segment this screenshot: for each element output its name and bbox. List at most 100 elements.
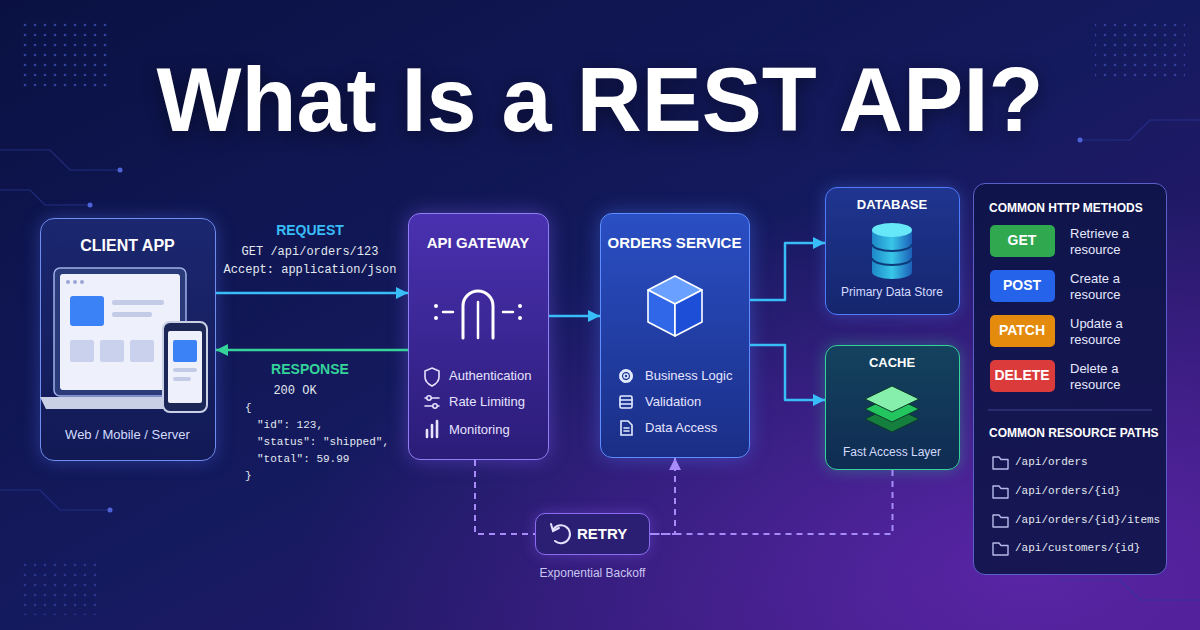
resource-path: /api/customers/{id} bbox=[1015, 542, 1165, 555]
table-lines bbox=[620, 400, 632, 404]
node-heading: DATABASE bbox=[826, 197, 958, 213]
service-cube bbox=[648, 276, 702, 336]
gateway-dash bbox=[503, 311, 513, 314]
screen-tile bbox=[70, 340, 94, 362]
gateway-dash bbox=[443, 311, 453, 314]
cylinder-top bbox=[872, 223, 912, 237]
node-item: Business Logic bbox=[645, 368, 745, 384]
cache-icon bbox=[865, 386, 919, 432]
node-heading: ORDERS SERVICE bbox=[601, 234, 748, 252]
retry-link bbox=[475, 460, 535, 534]
slider-icon bbox=[425, 398, 439, 406]
dot bbox=[518, 316, 522, 320]
dot bbox=[518, 304, 522, 308]
node-item: Validation bbox=[645, 394, 745, 410]
method-name: DELETE bbox=[990, 367, 1055, 384]
screen-tile bbox=[100, 340, 124, 362]
gateway-bar bbox=[477, 302, 480, 338]
json-line: { bbox=[245, 402, 395, 415]
shield-icon bbox=[425, 368, 439, 386]
service-item-icons bbox=[620, 371, 632, 436]
laptop-illustration bbox=[40, 268, 207, 412]
method-name: PATCH bbox=[990, 322, 1055, 339]
slider-knob bbox=[433, 404, 437, 408]
circuit-line bbox=[1060, 580, 1200, 600]
slider-knob bbox=[427, 396, 431, 400]
orders-service-box: ORDERS SERVICE Business LogicValidationDa… bbox=[600, 213, 750, 458]
request-arrow bbox=[216, 292, 408, 295]
resource-path: /api/orders/{id} bbox=[1015, 485, 1165, 498]
json-line: "status": "shipped", bbox=[257, 436, 407, 449]
circuit-dot bbox=[118, 168, 123, 173]
screen-line bbox=[112, 300, 164, 305]
circuit-dot bbox=[108, 508, 113, 513]
cache-box: CACHEFast Access Layer bbox=[825, 345, 960, 470]
method-description: Create a resource bbox=[1070, 271, 1150, 302]
phone-frame bbox=[163, 322, 207, 412]
document-icon bbox=[621, 421, 632, 435]
node-caption: Fast Access Layer bbox=[826, 445, 958, 459]
circuit-dot bbox=[1078, 138, 1083, 143]
node-item: Monitoring bbox=[449, 422, 549, 438]
retry-link bbox=[650, 470, 893, 534]
circuit-lines bbox=[0, 120, 1200, 600]
bars-icon bbox=[427, 421, 437, 437]
method-badge: GET bbox=[990, 225, 1055, 257]
cube-right bbox=[675, 290, 702, 336]
panel-heading: COMMON RESOURCE PATHS bbox=[989, 426, 1164, 440]
cylinder-bands bbox=[872, 244, 912, 265]
folder-icon bbox=[993, 486, 1008, 498]
phone-line bbox=[173, 377, 191, 381]
node-heading: CLIENT APP bbox=[41, 236, 214, 255]
circuit-line bbox=[1080, 120, 1200, 140]
gear-hub bbox=[624, 374, 628, 378]
cache-layer bbox=[865, 406, 919, 432]
method-name: GET bbox=[990, 232, 1055, 249]
json-line: "id": 123, bbox=[257, 419, 407, 432]
json-line: "total": 59.99 bbox=[257, 453, 407, 466]
circuit-line bbox=[0, 490, 110, 510]
request-line: GET /api/orders/123 bbox=[210, 245, 410, 259]
retry-head bbox=[551, 524, 559, 531]
node-item: Authentication bbox=[449, 368, 549, 384]
screen-card bbox=[70, 296, 104, 326]
phone-screen bbox=[168, 331, 202, 403]
node-item: Data Access bbox=[645, 420, 745, 436]
cylinder-body bbox=[872, 230, 912, 279]
retry-box: RETRYExponential Backoff bbox=[535, 513, 650, 555]
panel-heading: COMMON HTTP METHODS bbox=[989, 201, 1164, 215]
laptop-screen bbox=[60, 274, 180, 390]
method-badge: POST bbox=[990, 270, 1055, 302]
folder-icons bbox=[993, 457, 1008, 555]
screen-line bbox=[112, 312, 152, 317]
node-caption: Web / Mobile / Server bbox=[41, 427, 214, 443]
table-icon bbox=[620, 396, 632, 408]
edge-label: RESPONSE bbox=[210, 361, 410, 378]
cube-left bbox=[648, 290, 675, 336]
cache-layer bbox=[865, 386, 919, 412]
resource-path: /api/orders/{id}/items bbox=[1015, 514, 1165, 527]
screen-tile bbox=[130, 340, 154, 362]
window-dot bbox=[73, 280, 77, 284]
database-box: DATABASE Primary Data Store bbox=[825, 187, 960, 315]
gateway-item-icons bbox=[425, 368, 439, 437]
retry-arc bbox=[553, 525, 570, 543]
cube-top bbox=[648, 276, 702, 304]
response-arrow bbox=[216, 349, 408, 352]
gateway-icon bbox=[443, 291, 513, 338]
request-header: Accept: application/json bbox=[210, 263, 410, 277]
node-heading: RETRY bbox=[577, 525, 645, 543]
folder-icon bbox=[993, 457, 1008, 469]
dot bbox=[434, 316, 438, 320]
dot-grid bbox=[18, 560, 98, 615]
dot bbox=[434, 304, 438, 308]
resource-path: /api/orders bbox=[1015, 456, 1165, 469]
window-dot bbox=[66, 280, 70, 284]
node-heading: API GATEWAY bbox=[409, 234, 547, 252]
method-badge: DELETE bbox=[990, 360, 1055, 392]
node-caption: Primary Data Store bbox=[826, 285, 958, 299]
